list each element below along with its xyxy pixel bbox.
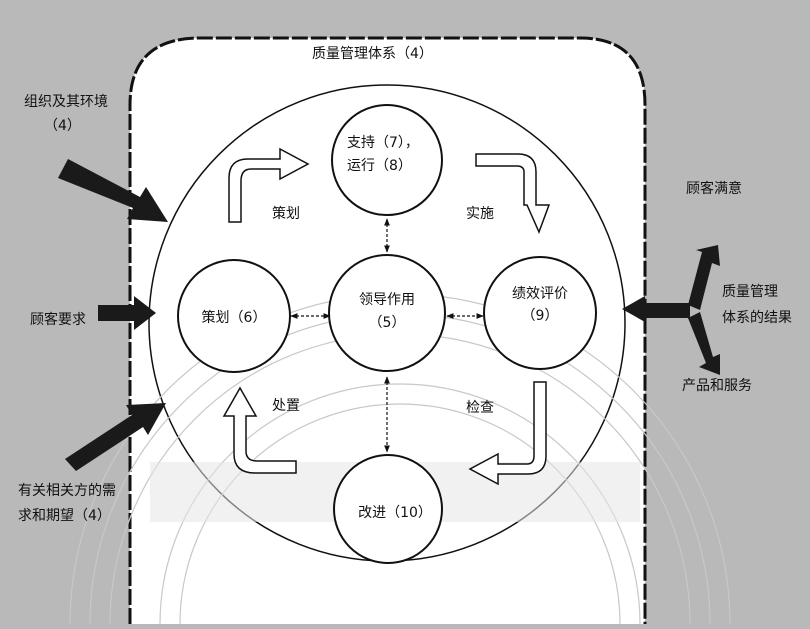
customer-satisfaction-label: 顾客满意: [686, 180, 742, 197]
act-phase-label: 处置: [272, 398, 300, 414]
connectors: [290, 218, 484, 453]
check-to-act-arrow: [468, 381, 547, 486]
stakeholder-label-line2: 求和期望（4）: [18, 508, 111, 524]
performance-node-label-line2: （9）: [522, 308, 559, 324]
input-arrows: [58, 159, 168, 471]
do-phase-label: 实施: [466, 206, 494, 222]
support-operation-node: [331, 104, 443, 216]
leadership-node-label-line1: 领导作用: [359, 292, 415, 308]
org-env-arrow: [58, 159, 168, 222]
customer-requirements-arrow: [98, 296, 156, 330]
plan-to-do-arrow: [228, 147, 310, 223]
act-to-plan-arrow: [222, 386, 297, 474]
qms-results-label-line1: 质量管理: [722, 284, 778, 300]
improvement-node: [333, 454, 443, 564]
support-node-label-line2: 运行（8）: [347, 158, 412, 174]
stakeholder-arrow: [65, 403, 166, 471]
do-to-check-arrow: [475, 153, 551, 234]
qms-title: 质量管理体系（4）: [312, 46, 433, 62]
org-env-label-line1: 组织及其环境: [24, 94, 108, 110]
planning-node-label: 策划（6）: [202, 309, 267, 326]
support-node-label-line1: 支持（7），: [347, 135, 419, 151]
improvement-node-label: 改进（10）: [358, 505, 432, 521]
leadership-node: [328, 254, 446, 372]
planning-node: [177, 259, 291, 373]
leadership-node-label-line2: （5）: [369, 315, 406, 331]
output-arrow: [622, 245, 720, 375]
performance-evaluation-node: [483, 256, 597, 370]
qms-results-label-line2: 体系的结果: [722, 310, 792, 326]
products-services-label: 产品和服务: [682, 378, 752, 394]
check-phase-label: 检查: [466, 400, 494, 416]
org-env-label-line2: （4）: [44, 118, 81, 134]
stakeholder-label-line1: 有关相关方的需: [18, 483, 116, 499]
customer-requirements-label: 顾客要求: [30, 311, 86, 328]
performance-node-label-line1: 绩效评价: [512, 286, 568, 302]
plan-phase-label: 策划: [272, 205, 300, 222]
